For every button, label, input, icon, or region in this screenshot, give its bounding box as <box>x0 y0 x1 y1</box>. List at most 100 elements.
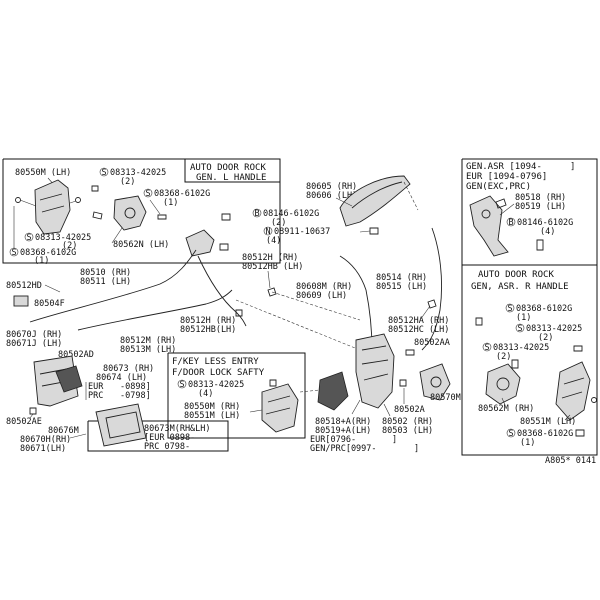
nut-icon <box>369 227 379 235</box>
leader-line <box>501 397 506 406</box>
screw-symbol-icon <box>482 342 492 352</box>
bolt-icon <box>75 197 81 203</box>
door-lock-detail <box>361 345 389 381</box>
actuator-body <box>34 179 71 235</box>
door-lock-assembly <box>355 333 395 409</box>
leader-line <box>564 414 571 421</box>
panel-title-2: EUR [1094-0796] <box>466 172 547 182</box>
panel-title-box <box>184 159 280 183</box>
dash-guide <box>403 181 419 211</box>
label-80511: 80511 (LH) <box>80 277 131 287</box>
label-prc-range: -0798] <box>120 391 151 401</box>
screw-icon <box>29 407 37 415</box>
label-80502AA: 80502AA <box>414 338 450 348</box>
bolt-icon <box>495 198 507 209</box>
label-80676M: 80676M <box>48 426 79 436</box>
panel-auto-door-rock-r-handle: AUTO DOOR ROCK GEN, ASR. R HANDLE S 0836… <box>461 264 598 456</box>
lock-actuator <box>317 371 349 411</box>
label-80606: 80606 (LH) <box>306 191 357 201</box>
actuator-detail <box>265 395 291 415</box>
outside-handle <box>339 175 411 227</box>
label-screw: 08313-42025 <box>188 380 244 390</box>
panel-box <box>461 264 598 456</box>
panel-title-1: AUTO DOOR ROCK <box>478 270 554 280</box>
lock-rod <box>29 249 197 323</box>
label-80512HA: 80512HA (RH) <box>388 316 449 326</box>
label-prc: PRC <box>88 391 103 401</box>
label-80562M: 80562M (RH) <box>478 404 534 414</box>
motor-part <box>113 195 147 231</box>
dash-guide <box>299 389 321 393</box>
label-screw-3-qty: (2) <box>62 241 77 251</box>
label-screw-2-qty: (2) <box>538 333 553 343</box>
bolt-symbol-icon <box>252 208 262 218</box>
outside-handle-grip <box>351 181 403 209</box>
label-screw-1-qty: (2) <box>120 177 135 187</box>
label-screw-3-qty: (2) <box>496 352 511 362</box>
lock-lever <box>185 229 215 257</box>
screw-symbol-icon <box>99 167 109 177</box>
label-screw-2-qty: (1) <box>163 198 178 208</box>
leader-line <box>69 433 87 439</box>
bolt-icon <box>536 239 544 251</box>
label-80519A: 80519+A(LH) <box>315 426 371 436</box>
label-screw-2: 08368-6102G <box>154 189 210 199</box>
label-genprc-0997: GEN/PRC[0997- <box>310 444 377 454</box>
label-80562N: 80562N (LH) <box>113 240 169 250</box>
leader-line <box>267 270 271 289</box>
screw-icon <box>511 359 519 369</box>
screw-icon <box>91 185 99 192</box>
label-eur-0796-end: ] <box>392 435 397 445</box>
clip-icon <box>427 299 437 309</box>
dash-guide <box>271 291 361 321</box>
label-80518: 80518 (RH) <box>515 193 566 203</box>
label-screw-3: 08313-42025 <box>493 343 549 353</box>
label-80512HD: 80512HD <box>6 281 42 291</box>
latch-plate <box>469 195 509 257</box>
clip-icon <box>92 211 103 220</box>
lock-rod <box>421 227 442 351</box>
clip-icon <box>235 309 243 317</box>
label-80502AD: 80502AD <box>58 350 94 360</box>
screw-symbol-letter: S <box>102 168 107 178</box>
label-screw-4: 08368-6102G <box>517 429 573 439</box>
label-screw-1-qty: (1) <box>516 313 531 323</box>
label-80512H-a: 80512H (RH) <box>242 253 298 263</box>
label-80512HC: 80512HC (LH) <box>388 325 449 335</box>
screw-icon <box>475 317 483 326</box>
screw-icon <box>269 379 277 387</box>
screw-icon <box>399 379 407 387</box>
panel-title-1-end: ] <box>570 162 575 172</box>
label-80609: 80609 (LH) <box>296 291 347 301</box>
inside-handle-lever <box>55 365 83 393</box>
panel-gen-asr: GEN.ASR [1094- ] EUR [1094-0796] GEN(EXC… <box>461 158 598 266</box>
inside-handle-new-detail <box>105 411 141 439</box>
label-screw-qty: (4) <box>198 389 213 399</box>
label-nut-08911: 08911-10637 <box>274 227 330 237</box>
actuator-detail <box>39 193 65 213</box>
dash-guide <box>235 299 361 351</box>
nut-symbol-letter: N <box>266 227 271 237</box>
label-80670J: 80670J (RH) <box>6 330 62 340</box>
motor-part <box>485 363 521 405</box>
label-80519: 80519 (LH) <box>515 202 566 212</box>
striker-hole <box>430 376 442 388</box>
note-line-3: PRC 0798- <box>144 442 190 452</box>
screw-symbol-letter: S <box>509 429 514 439</box>
label-80502A: 80502A <box>394 405 425 415</box>
lock-rod <box>77 289 233 331</box>
label-screw-4-qty: (1) <box>520 438 535 448</box>
screw-symbol-letter: S <box>12 248 17 258</box>
leader-line <box>111 227 123 244</box>
screw-symbol-letter: S <box>485 343 490 353</box>
inside-handle-new <box>95 403 147 447</box>
label-80605: 80605 (RH) <box>306 182 357 192</box>
label-screw-4: 08368-6102G <box>20 248 76 258</box>
leader-line <box>44 284 61 293</box>
screw-symbol-icon <box>505 303 515 313</box>
label-80671H: 80671(LH) <box>20 444 66 454</box>
screw-symbol-letter: S <box>518 324 523 334</box>
label-80512HB-b: 80512HB(LH) <box>180 325 236 335</box>
leader-line <box>383 403 391 417</box>
